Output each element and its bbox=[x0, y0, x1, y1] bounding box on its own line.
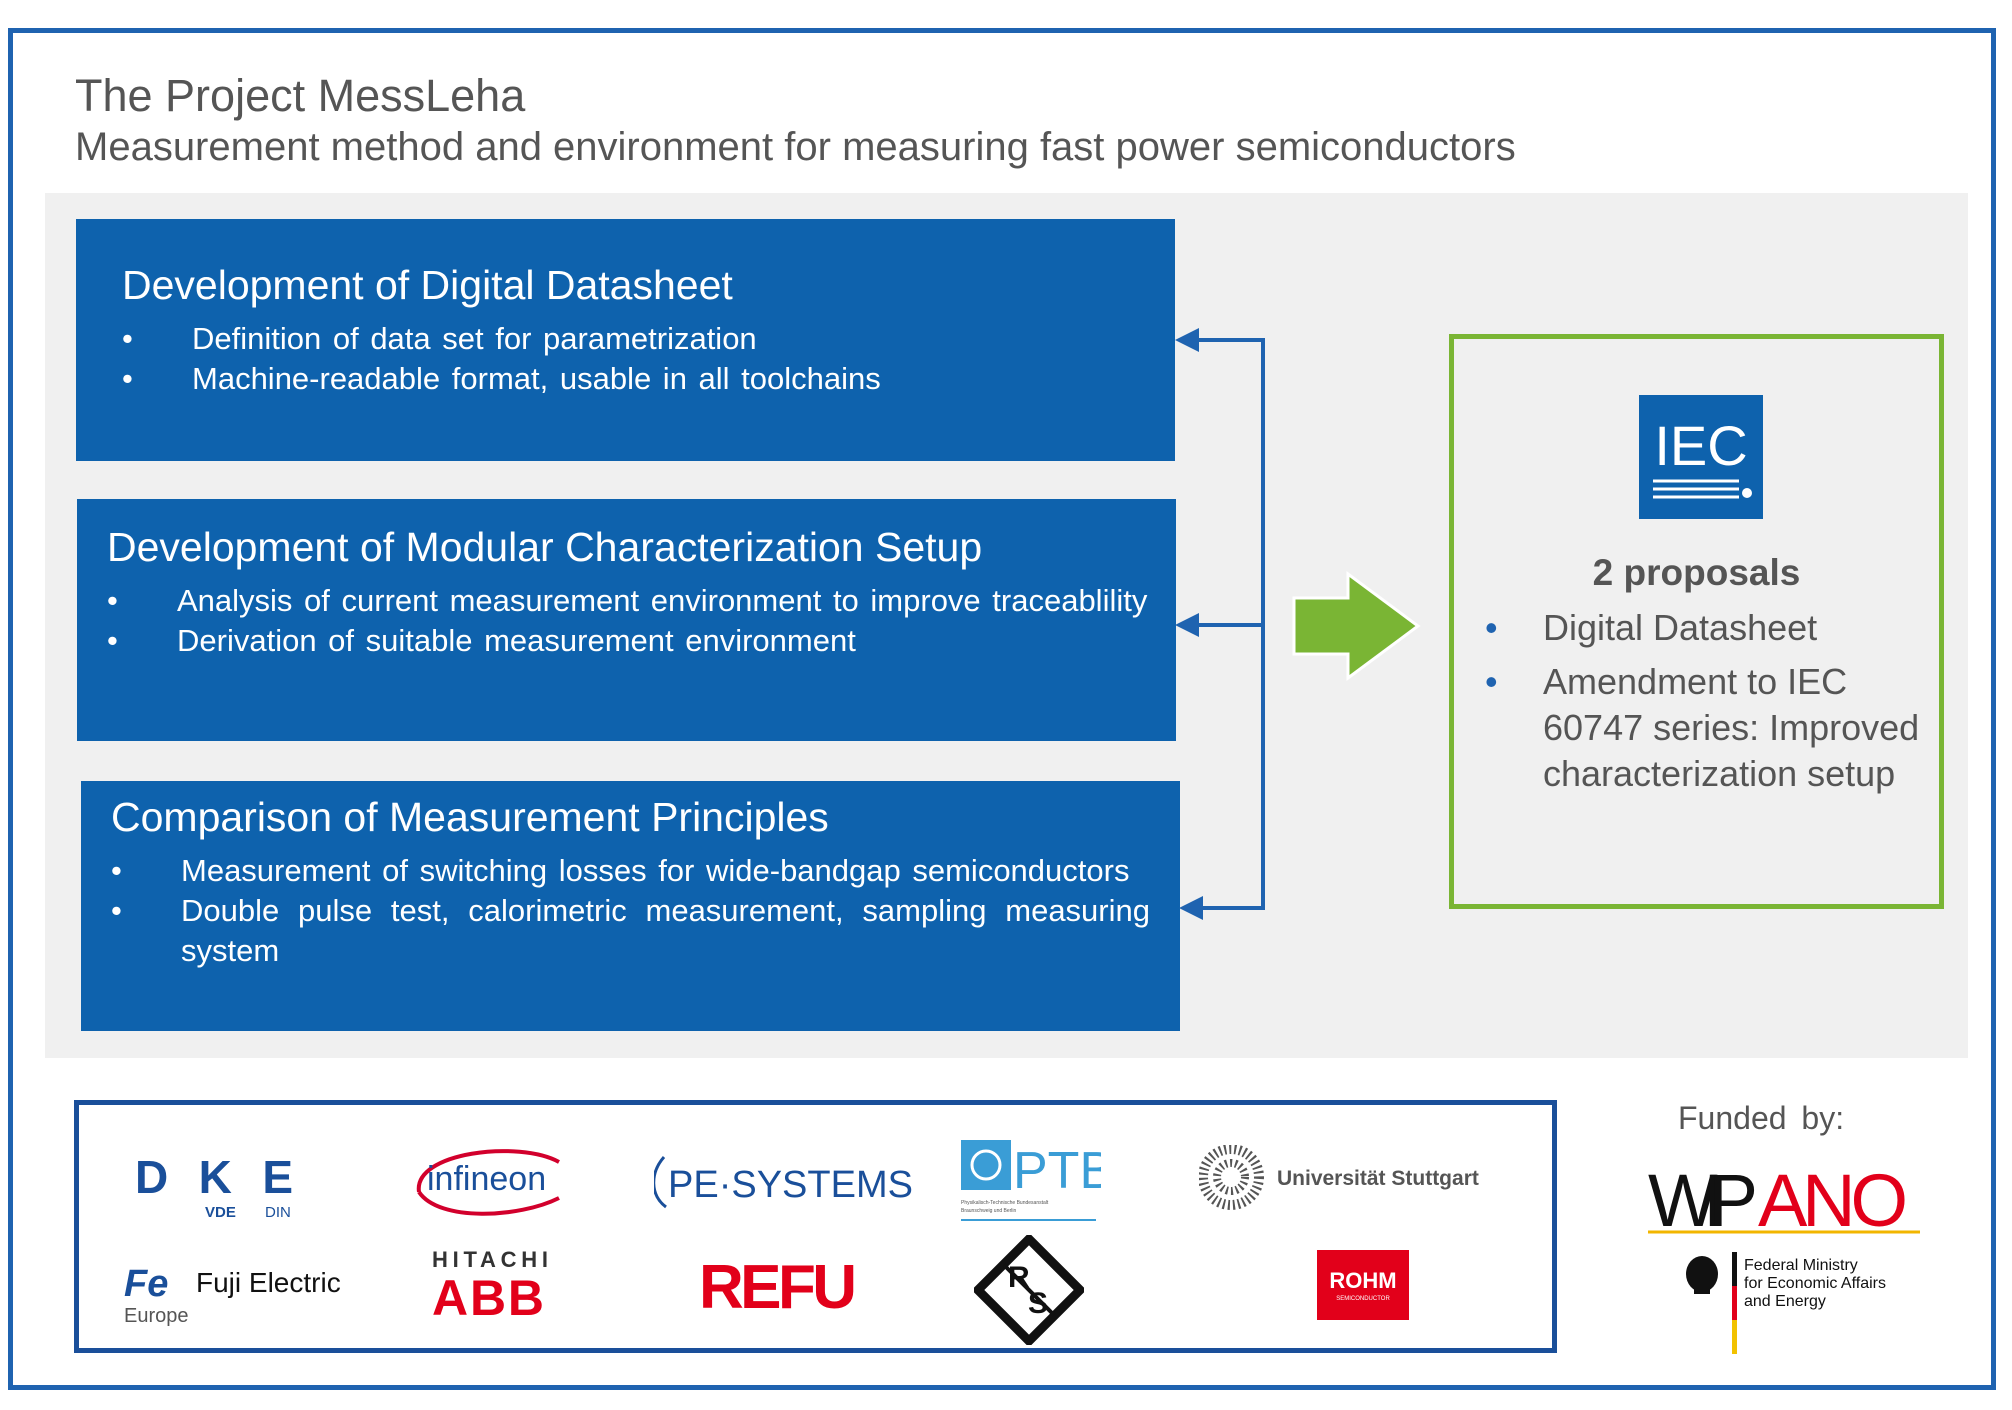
proposals-list: •Digital Datasheet •Amendment to IEC 607… bbox=[1485, 605, 1940, 805]
list-item: •Analysis of current measurement environ… bbox=[107, 581, 1176, 621]
workpackage-bullets: •Analysis of current measurement environ… bbox=[107, 581, 1176, 661]
svg-text:Federal Ministry: Federal Ministry bbox=[1744, 1257, 1858, 1274]
funded-by-label: Funded by: bbox=[1678, 1100, 1845, 1136]
svg-text:PTB: PTB bbox=[1013, 1142, 1101, 1200]
svg-text:REFU: REFU bbox=[699, 1253, 857, 1320]
iec-logo-text: IEC bbox=[1654, 414, 1747, 477]
svg-text:DIN: DIN bbox=[265, 1204, 291, 1221]
svg-text:DKE: DKE bbox=[135, 1155, 293, 1203]
iec-logo: IEC bbox=[1639, 395, 1763, 519]
svg-text:for Economic Affairs: for Economic Affairs bbox=[1744, 1275, 1886, 1292]
list-item: •Amendment to IEC 60747 series: Improved… bbox=[1485, 661, 1920, 794]
workpackage-digital-datasheet: Development of Digital Datasheet •Defini… bbox=[76, 219, 1175, 461]
pe-systems-logo: PE·SYSTEMS bbox=[654, 1156, 913, 1209]
dke-logo: DKE VDE DIN bbox=[135, 1155, 293, 1221]
svg-text:and Energy: and Energy bbox=[1744, 1293, 1826, 1310]
arrowhead-icon bbox=[1175, 328, 1199, 352]
feedback-connector bbox=[1175, 328, 1265, 920]
svg-text:S: S bbox=[1028, 1287, 1048, 1320]
bullet-icon: • bbox=[111, 893, 122, 928]
arrowhead-icon bbox=[1175, 613, 1199, 637]
svg-text:WIP: WIP bbox=[1648, 1159, 1758, 1240]
list-item: •Machine-readable format, usable in all … bbox=[122, 359, 1175, 399]
workpackage-modular-setup: Development of Modular Characterization … bbox=[77, 499, 1176, 741]
svg-text:ABB: ABB bbox=[432, 1270, 544, 1325]
bullet-icon: • bbox=[1485, 607, 1498, 648]
page-title: The Project MessLeha bbox=[75, 70, 526, 121]
proposals-heading: 2 proposals bbox=[1592, 552, 1801, 593]
bmwi-logo: Federal Ministry for Economic Affairs an… bbox=[1686, 1252, 1886, 1354]
bullet-icon: • bbox=[107, 623, 118, 658]
workpackage-title: Comparison of Measurement Principles bbox=[111, 794, 829, 840]
svg-text:infineon: infineon bbox=[427, 1160, 546, 1198]
svg-text:Universität Stuttgart: Universität Stuttgart bbox=[1277, 1167, 1479, 1190]
bullet-icon: • bbox=[122, 321, 133, 356]
refu-logo: REFU bbox=[699, 1253, 857, 1320]
list-item: •Definition of data set for parametrizat… bbox=[122, 319, 1175, 359]
partner-logos-box: DKE VDE DIN infineon PE·SYSTEMS PTB Phys… bbox=[74, 1100, 1557, 1353]
rohm-logo: ROHM SEMICONDUCTOR bbox=[1317, 1250, 1409, 1320]
svg-text:Fe: Fe bbox=[124, 1263, 168, 1305]
workpackage-title: Development of Digital Datasheet bbox=[122, 262, 733, 308]
svg-text:PE·SYSTEMS: PE·SYSTEMS bbox=[668, 1164, 913, 1206]
svg-text:HITACHI: HITACHI bbox=[432, 1247, 548, 1272]
svg-text:Physikalisch-Technische Bundes: Physikalisch-Technische Bundesanstalt bbox=[961, 1200, 1049, 1206]
bullet-icon: • bbox=[111, 853, 122, 888]
svg-text:R: R bbox=[1008, 1261, 1030, 1294]
workpackage-measurement-principles: Comparison of Measurement Principles •Me… bbox=[81, 781, 1180, 1031]
bullet-icon: • bbox=[122, 361, 133, 396]
svg-text:ROHM: ROHM bbox=[1329, 1268, 1396, 1293]
svg-text:Braunschweig und Berlin: Braunschweig und Berlin bbox=[961, 1208, 1017, 1214]
svg-text:VDE: VDE bbox=[205, 1204, 236, 1221]
infineon-logo: infineon bbox=[416, 1149, 560, 1216]
list-item: •Digital Datasheet bbox=[1485, 605, 1940, 651]
hitachi-abb-logo: HITACHI ABB bbox=[432, 1247, 548, 1325]
bullet-icon: • bbox=[107, 583, 118, 618]
svg-text:ANO: ANO bbox=[1758, 1159, 1908, 1240]
rohde-schwarz-logo: R S bbox=[974, 1235, 1084, 1345]
list-item: •Derivation of suitable measurement envi… bbox=[107, 621, 1176, 661]
uni-stuttgart-logo: Universität Stuttgart bbox=[1199, 1145, 1479, 1210]
svg-text:Europe: Europe bbox=[124, 1305, 189, 1327]
arrowhead-icon bbox=[1179, 896, 1203, 920]
fuji-electric-logo: Fe Fuji Electric Europe bbox=[124, 1263, 341, 1327]
federal-eagle-icon bbox=[1686, 1256, 1718, 1294]
svg-text:SEMICONDUCTOR: SEMICONDUCTOR bbox=[1336, 1296, 1390, 1302]
workpackage-bullets: •Definition of data set for parametrizat… bbox=[122, 319, 1175, 399]
list-item: •Double pulse test, calorimetric measure… bbox=[111, 893, 1150, 968]
green-right-arrow-icon bbox=[1292, 571, 1421, 681]
page-subtitle: Measurement method and environment for m… bbox=[75, 125, 1516, 169]
outer-frame bbox=[8, 28, 1996, 1390]
svg-text:Fuji Electric: Fuji Electric bbox=[196, 1267, 341, 1298]
wipano-logo: WIP ANO bbox=[1648, 1159, 1920, 1240]
bullet-icon: • bbox=[1485, 661, 1498, 702]
workpackage-title: Development of Modular Characterization … bbox=[107, 524, 983, 570]
ptb-logo: PTB Physikalisch-Technische Bundesanstal… bbox=[961, 1140, 1101, 1221]
workpackage-bullets: •Measurement of switching losses for wid… bbox=[111, 851, 1150, 971]
list-item: •Measurement of switching losses for wid… bbox=[111, 851, 1150, 891]
